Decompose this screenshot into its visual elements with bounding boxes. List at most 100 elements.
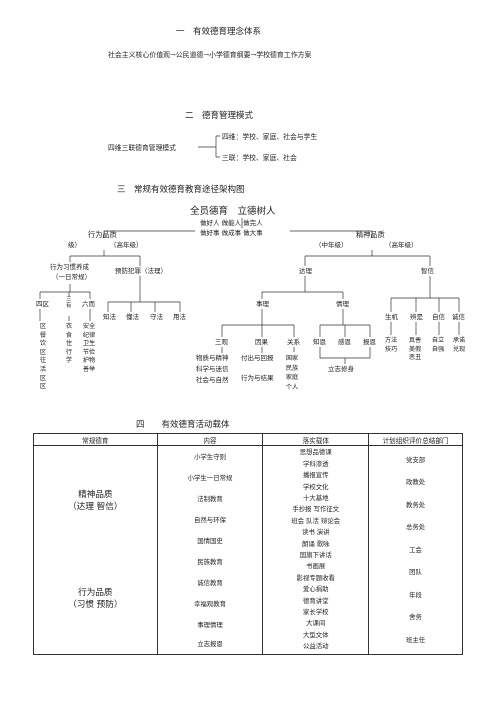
content-item: 民族教育	[197, 558, 223, 566]
guanxi-items: 国家民族家庭个人	[285, 355, 299, 391]
mode-bottom: 三联：学校、家庭、社会	[222, 154, 297, 162]
jingshen-sub: （达理 智信）	[68, 502, 123, 512]
law-1: 知法	[103, 313, 116, 321]
mode-left: 四维三联德育管理模式	[108, 144, 176, 152]
zx-items-2: 真善美假恶丑	[408, 337, 422, 362]
activity-carrier-table: 常规德育 内容 落实载体 计划组织评价总结部门 精神品质 （达理 智信） 行为品…	[33, 433, 463, 655]
content-item: 小学生守则	[194, 453, 226, 461]
carrier-item: 德育讲堂	[302, 596, 329, 605]
node-shili: 事理	[256, 300, 269, 308]
people-line-2: 做好事 做成事 做大事	[200, 229, 263, 237]
carrier-item: 十大基地	[302, 493, 329, 502]
header-content: 内容	[156, 433, 264, 446]
content-item: 诚信教育	[197, 579, 223, 587]
content-item: 法制教育	[197, 495, 223, 503]
carrier-item: 家长学校	[302, 608, 329, 617]
lizhi: 立志修身	[328, 365, 354, 373]
node-xingwei: 行为品质	[88, 230, 117, 239]
carrier-item: 学科渗透	[302, 459, 329, 468]
dept-item: 团队	[409, 568, 422, 577]
regular-cell: 精神品质 （达理 智信） 行为品质 （习惯 预防）	[33, 445, 158, 655]
sanyou-items: 衣食住行学	[65, 323, 73, 365]
zx-chengxin: 诚信	[452, 313, 465, 321]
carrier-item: 班会 队活 辩论会	[291, 516, 341, 525]
ideology-flow: 社会主义核心价值观→公民道德→小学德育纲要→学校德育工作方案	[108, 51, 312, 59]
carrier-item: 公益活动	[302, 642, 329, 651]
chart-root: 全员德育 立德树人	[190, 206, 276, 217]
node-dali: 达理	[299, 267, 312, 275]
section-1-title: 一 有效德育理念体系	[176, 27, 262, 37]
header-regular: 常规德育	[33, 433, 158, 446]
jingshen-label: 精神品质	[78, 490, 113, 500]
carrier-item: 大课间	[306, 619, 326, 628]
shili-yinguo: 因果	[255, 338, 268, 346]
chart-connectors	[39, 135, 460, 364]
zx-items-3: 自立自强	[431, 337, 445, 353]
content-item: 国情国史	[197, 537, 223, 545]
content-item: 幸福观教育	[194, 600, 226, 608]
section-2-title: 二 德育管理模式	[185, 111, 254, 121]
depts-cell: 党支部 政教处 教务处 总务处 工会 团队 年段 舍务 班主任	[368, 445, 463, 655]
people-line-1: 做好人 做能人 做完人	[200, 219, 263, 227]
sanguan-1: 物质与精神	[196, 354, 229, 362]
shili-guanxi: 关系	[287, 338, 300, 346]
node-qingli: 情理	[336, 300, 349, 308]
zx-items-4: 承诺兑现	[452, 337, 466, 353]
carrier-item: 国旗下讲话	[299, 551, 332, 559]
content-item: 小学生一日常规	[187, 474, 233, 482]
node-jingshen: 精神品质	[356, 230, 385, 239]
dept-item: 班主任	[405, 635, 426, 644]
section-4-title: 四 有效德育活动载体	[136, 420, 230, 430]
carrier-item: 大型文体	[302, 630, 329, 639]
law-3: 守法	[150, 313, 163, 321]
content-cell: 小学生守则 小学生一日常规 法制教育 自然与环保 国情国史 民族教育 诚信教育 …	[156, 445, 264, 655]
node-sanyou: 三有	[66, 297, 72, 309]
content-item: 事理情理	[197, 621, 223, 629]
zx-zixin: 自信	[432, 313, 445, 321]
shili-sanguan: 三观	[215, 338, 228, 346]
siqu-items: 区餐饮区往活区区	[39, 323, 47, 391]
zx-items-1: 方法技巧	[384, 337, 398, 353]
carrier-item: 手抄报 写作征文	[292, 505, 340, 514]
node-habit-sub: （一日常规）	[52, 273, 91, 281]
xingwei-label: 行为品质	[78, 588, 113, 598]
node-siqu: 四区	[36, 300, 49, 308]
node-liufang: 六而	[82, 300, 95, 308]
dept-item: 舍务	[409, 613, 422, 622]
qingli-zhien: 知恩	[313, 338, 326, 346]
content-item: 自然与环保	[194, 516, 226, 524]
dept-item: 党支部	[405, 455, 426, 464]
dept-item: 工会	[409, 545, 422, 554]
dept-item: 年段	[409, 590, 422, 599]
xw-sub-1: 级）	[68, 241, 81, 249]
node-zhixin: 智信	[421, 267, 434, 275]
carrier-item: 书画展	[306, 562, 326, 571]
sanguan-3: 社会与自然	[196, 376, 229, 384]
header-carriers: 落实载体	[262, 433, 370, 446]
liufang-items: 安全纪律卫生节俭护物善举	[82, 323, 96, 373]
section-3-title: 三 常规有效德育教育途径架构图	[117, 185, 245, 195]
carriers-cell: 思想品德课 学科渗透 播报宣传 学校文化 十大基地 手抄报 写作征文 班会 队活…	[262, 445, 370, 655]
node-habit: 行为习惯养成	[50, 263, 89, 271]
header-depts: 计划组织评价总结部门	[368, 433, 463, 446]
carrier-item: 影视专题收看	[296, 573, 335, 582]
xw-sub-2: （高年级）	[110, 241, 143, 249]
carrier-item: 学校文化	[302, 482, 329, 491]
yinguo-1: 付出与回报	[241, 354, 274, 362]
dept-item: 总务处	[405, 523, 426, 532]
node-prevent: 预防犯罪（法理）	[115, 267, 167, 275]
js-sub-1: （中年级）	[315, 241, 348, 249]
carrier-item: 爱心捐助	[302, 585, 329, 594]
law-4: 用法	[173, 313, 186, 321]
mode-top: 四维：学校、家庭、社会与学生	[222, 133, 318, 141]
dept-item: 教务处	[405, 500, 426, 509]
carrier-item: 播报宣传	[302, 471, 329, 480]
qingli-baoen: 报恩	[363, 338, 376, 346]
carrier-item: 朗诵 歌咏	[301, 539, 330, 548]
carrier-item: 读书 演讲	[301, 528, 330, 537]
js-sub-2: （高年级）	[385, 241, 418, 249]
dept-item: 政教处	[405, 478, 426, 487]
zx-shengji: 生机	[385, 313, 398, 321]
sanguan-2: 科学与迷信	[196, 365, 229, 373]
zx-bianshi: 辨是	[410, 313, 423, 321]
